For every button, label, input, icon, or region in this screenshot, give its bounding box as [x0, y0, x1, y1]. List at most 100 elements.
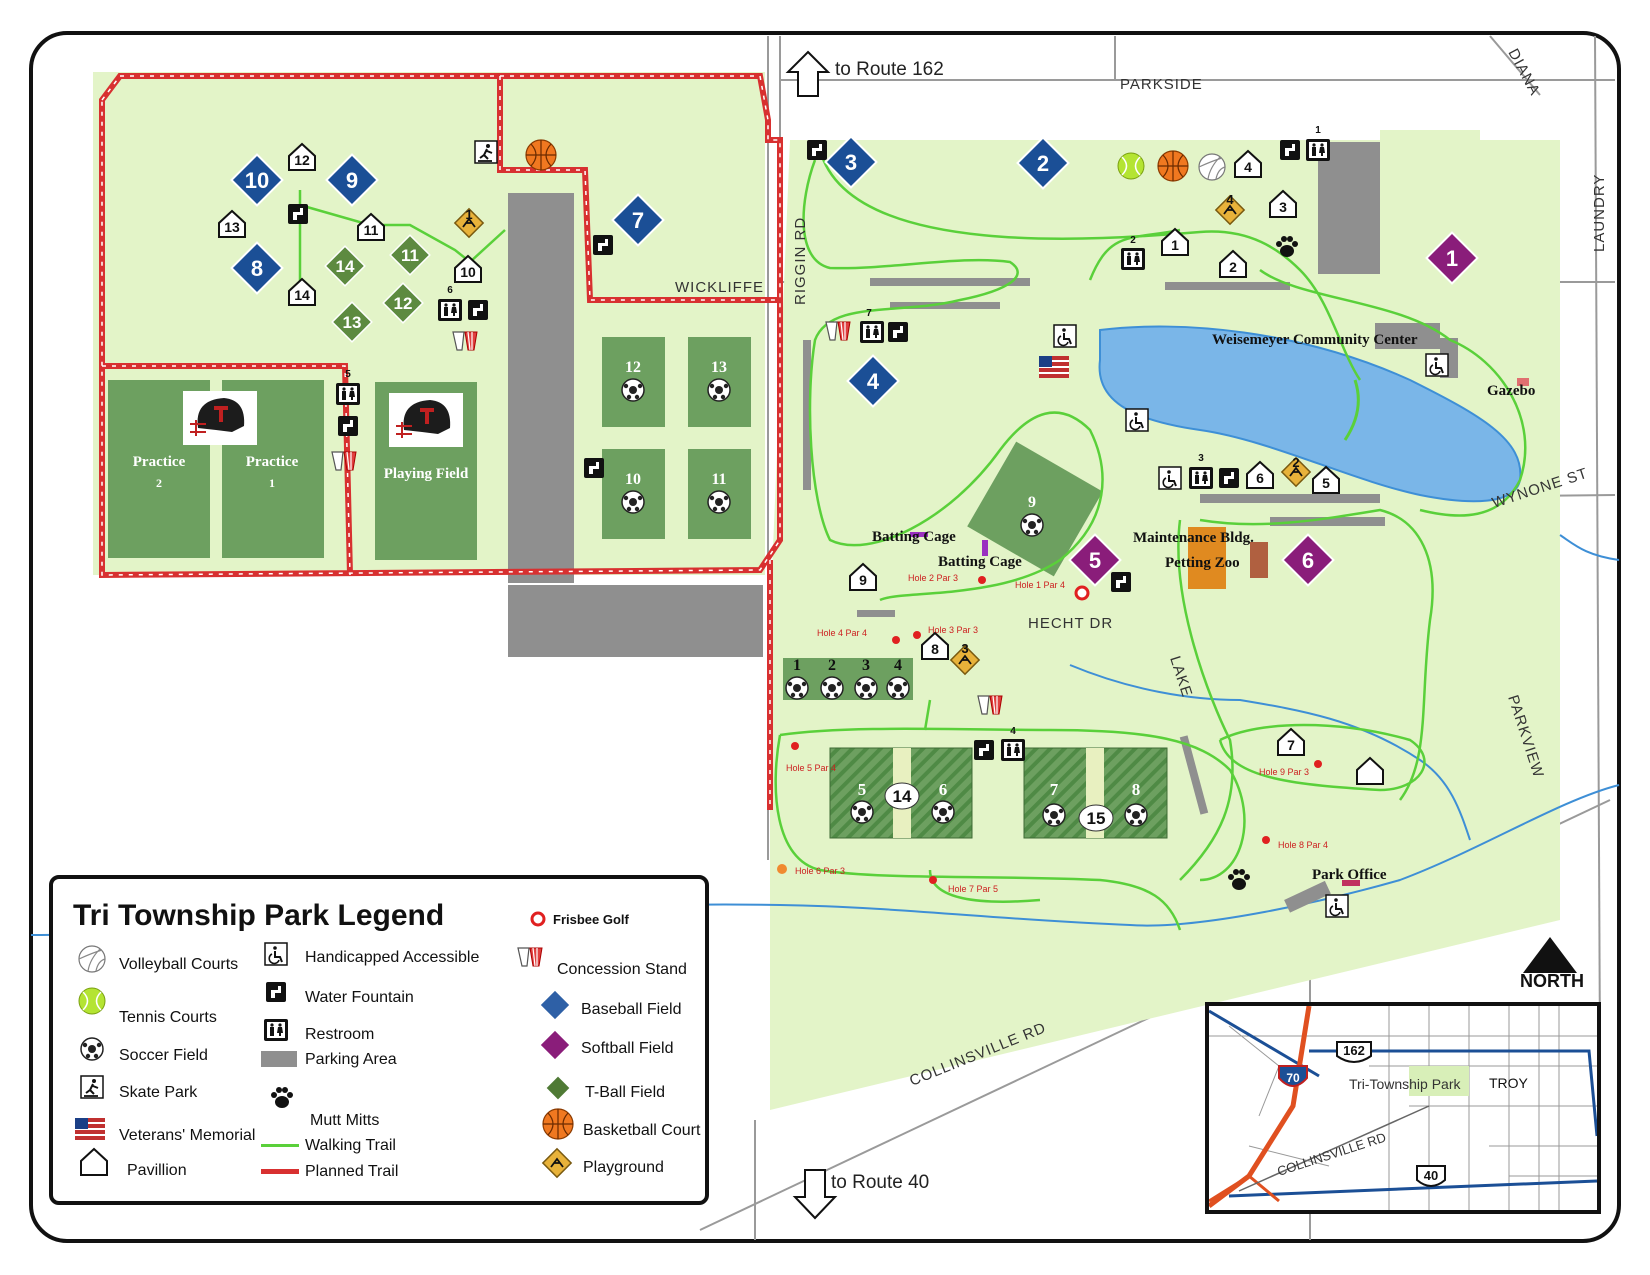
soccer-field-14-label[interactable]: 14 [893, 787, 912, 806]
pavilion-icon [80, 1148, 108, 1176]
restrooms: 6 5 7 2 1 3 4 [336, 125, 1330, 761]
locator-map-svg: 70 162 40 Tri-Township Park TROY COLLINS… [1209, 1006, 1597, 1210]
restroom-2-number: 2 [1130, 235, 1136, 246]
soccer-field-12-label: 12 [625, 359, 641, 376]
pavilion-11[interactable]: 11 [364, 222, 379, 238]
baseball-field-2[interactable]: 2 [1037, 151, 1049, 176]
pavilion-13[interactable]: 13 [224, 219, 240, 235]
basketball-court-icon [1157, 150, 1189, 182]
softball-field-5[interactable]: 5 [1089, 548, 1101, 573]
softball-field-1[interactable]: 1 [1446, 246, 1458, 271]
soccer-field-6-label: 6 [939, 780, 948, 799]
water-fountain-icon [807, 140, 827, 160]
frisbee-hole-7-label: Hole 7 Par 5 [948, 884, 998, 894]
baseball-field-3[interactable]: 3 [845, 150, 857, 175]
soccer-ball-icon [850, 800, 874, 824]
soccer-field-15-label[interactable]: 15 [1087, 809, 1106, 828]
frisbee-hole-8-label: Hole 8 Par 4 [1278, 840, 1328, 850]
soccer-field-5-label: 5 [858, 780, 867, 799]
soccer-field-1-label: 1 [793, 657, 801, 674]
helmet-logo [181, 389, 259, 447]
pavilion-1[interactable]: 1 [1171, 237, 1179, 253]
baseball-field-8[interactable]: 9 [346, 168, 358, 193]
softball-field-6[interactable]: 6 [1302, 548, 1314, 573]
pavilions: 1 2 3 4 5 6 7 8 9 10 11 12 13 14 [218, 143, 1384, 785]
pavilion-10[interactable]: 10 [460, 264, 476, 280]
soccer-field-blocks [602, 337, 1103, 700]
place-labels: Weisemeyer Community Center Gazebo Maint… [872, 332, 1535, 883]
inset-troy-label: TROY [1489, 1075, 1529, 1091]
maintenance-building [1188, 527, 1226, 589]
paw-icon [271, 1087, 293, 1108]
pavilion-2[interactable]: 2 [1229, 259, 1237, 275]
pavilion-5[interactable]: 5 [1322, 475, 1330, 491]
batting-cage-2-label: Batting Cage [938, 554, 1022, 570]
map-legend: Tri Township Park Legend Volleyball Cour… [49, 875, 709, 1205]
planned-trail-swatch [261, 1169, 299, 1174]
soccer-ball-icon [707, 490, 731, 514]
concession-icon [517, 947, 543, 967]
pavilion-12[interactable]: 12 [294, 152, 310, 168]
restroom-3-number: 3 [1198, 453, 1204, 464]
baseball-field-9[interactable]: 10 [245, 168, 269, 193]
playground-4-number: 4 [1226, 192, 1234, 207]
legend-playground: Playground [583, 1159, 664, 1176]
pavilion-6[interactable]: 6 [1256, 470, 1264, 486]
water-fountain-icon [468, 300, 488, 320]
gazebo-label: Gazebo [1487, 383, 1535, 399]
frisbee-hole-2-label: Hole 2 Par 3 [908, 573, 958, 583]
soccer-field-8-label: 8 [1132, 780, 1141, 799]
community-center-label: Weisemeyer Community Center [1212, 332, 1418, 348]
tball-field-12[interactable]: 12 [394, 294, 413, 313]
tball-field-11[interactable]: 11 [401, 246, 419, 265]
legend-fountain: Water Fountain [305, 989, 414, 1006]
wheelchair-icon [1425, 353, 1449, 377]
frisbee-hole-3-label: Hole 3 Par 3 [928, 625, 978, 635]
playground-2-number: 2 [1292, 455, 1299, 470]
pavilion-8[interactable]: 8 [931, 641, 939, 657]
walking-trail-swatch [261, 1144, 299, 1147]
tball-field-13[interactable]: 13 [343, 313, 362, 332]
soccer-ball-icon [820, 676, 844, 700]
skate-park-icon [474, 140, 498, 164]
legend-handicapped: Handicapped Accessible [305, 949, 480, 966]
baseball-field-7[interactable]: 7 [632, 208, 644, 233]
road-label-hecht: HECHT DR [1028, 615, 1113, 632]
pavilion-14[interactable]: 14 [294, 287, 310, 303]
tball-field-14[interactable]: 14 [336, 257, 355, 276]
restroom-4-number: 4 [1010, 726, 1016, 737]
frisbee-hole-5-label: Hole 5 Par 4 [786, 763, 836, 773]
legend-pavillion: Pavillion [127, 1162, 187, 1179]
pavilion-4[interactable]: 4 [1244, 159, 1252, 175]
north-label: NORTH [1520, 971, 1584, 991]
pavilion-7[interactable]: 7 [1287, 737, 1295, 753]
restroom-icon [1001, 739, 1025, 761]
petting-zoo-label: Petting Zoo [1165, 555, 1240, 571]
legend-restroom: Restroom [305, 1026, 375, 1043]
soccer-ball-icon [621, 490, 645, 514]
soccer-field-7-label: 7 [1050, 780, 1059, 799]
soccer-ball-icon [854, 676, 878, 700]
pavilion-9[interactable]: 9 [859, 572, 867, 588]
legend-volleyball: Volleyball Courts [119, 956, 239, 973]
parking-swatch [261, 1051, 297, 1067]
wheelchair-icon [1053, 324, 1077, 348]
road-label-wickliffe: WICKLIFFE [675, 279, 764, 296]
skate-park-icon [80, 1075, 104, 1099]
legend-title: Tri Township Park Legend [73, 899, 445, 932]
practice-2-number: 2 [156, 476, 162, 490]
frisbee-hole-6-label: Hole 6 Par 3 [795, 866, 845, 876]
baseball-field-4[interactable]: 4 [867, 369, 880, 394]
us40-shield: 40 [1416, 1165, 1446, 1187]
soccer-field-11-label: 11 [711, 471, 726, 488]
water-fountain-icon [1111, 572, 1131, 592]
pavilion-3[interactable]: 3 [1279, 199, 1287, 215]
legend-mutt: Mutt Mitts [310, 1112, 380, 1129]
basketball-icon [542, 1108, 574, 1140]
soccer-ball-icon [707, 378, 731, 402]
wheelchair-icon [264, 942, 288, 966]
soccer-field-10-label: 10 [625, 471, 641, 488]
frisbee-hole-1-label: Hole 1 Par 4 [1015, 580, 1065, 590]
restroom-icon [860, 321, 884, 343]
baseball-field-10[interactable]: 8 [251, 256, 263, 281]
